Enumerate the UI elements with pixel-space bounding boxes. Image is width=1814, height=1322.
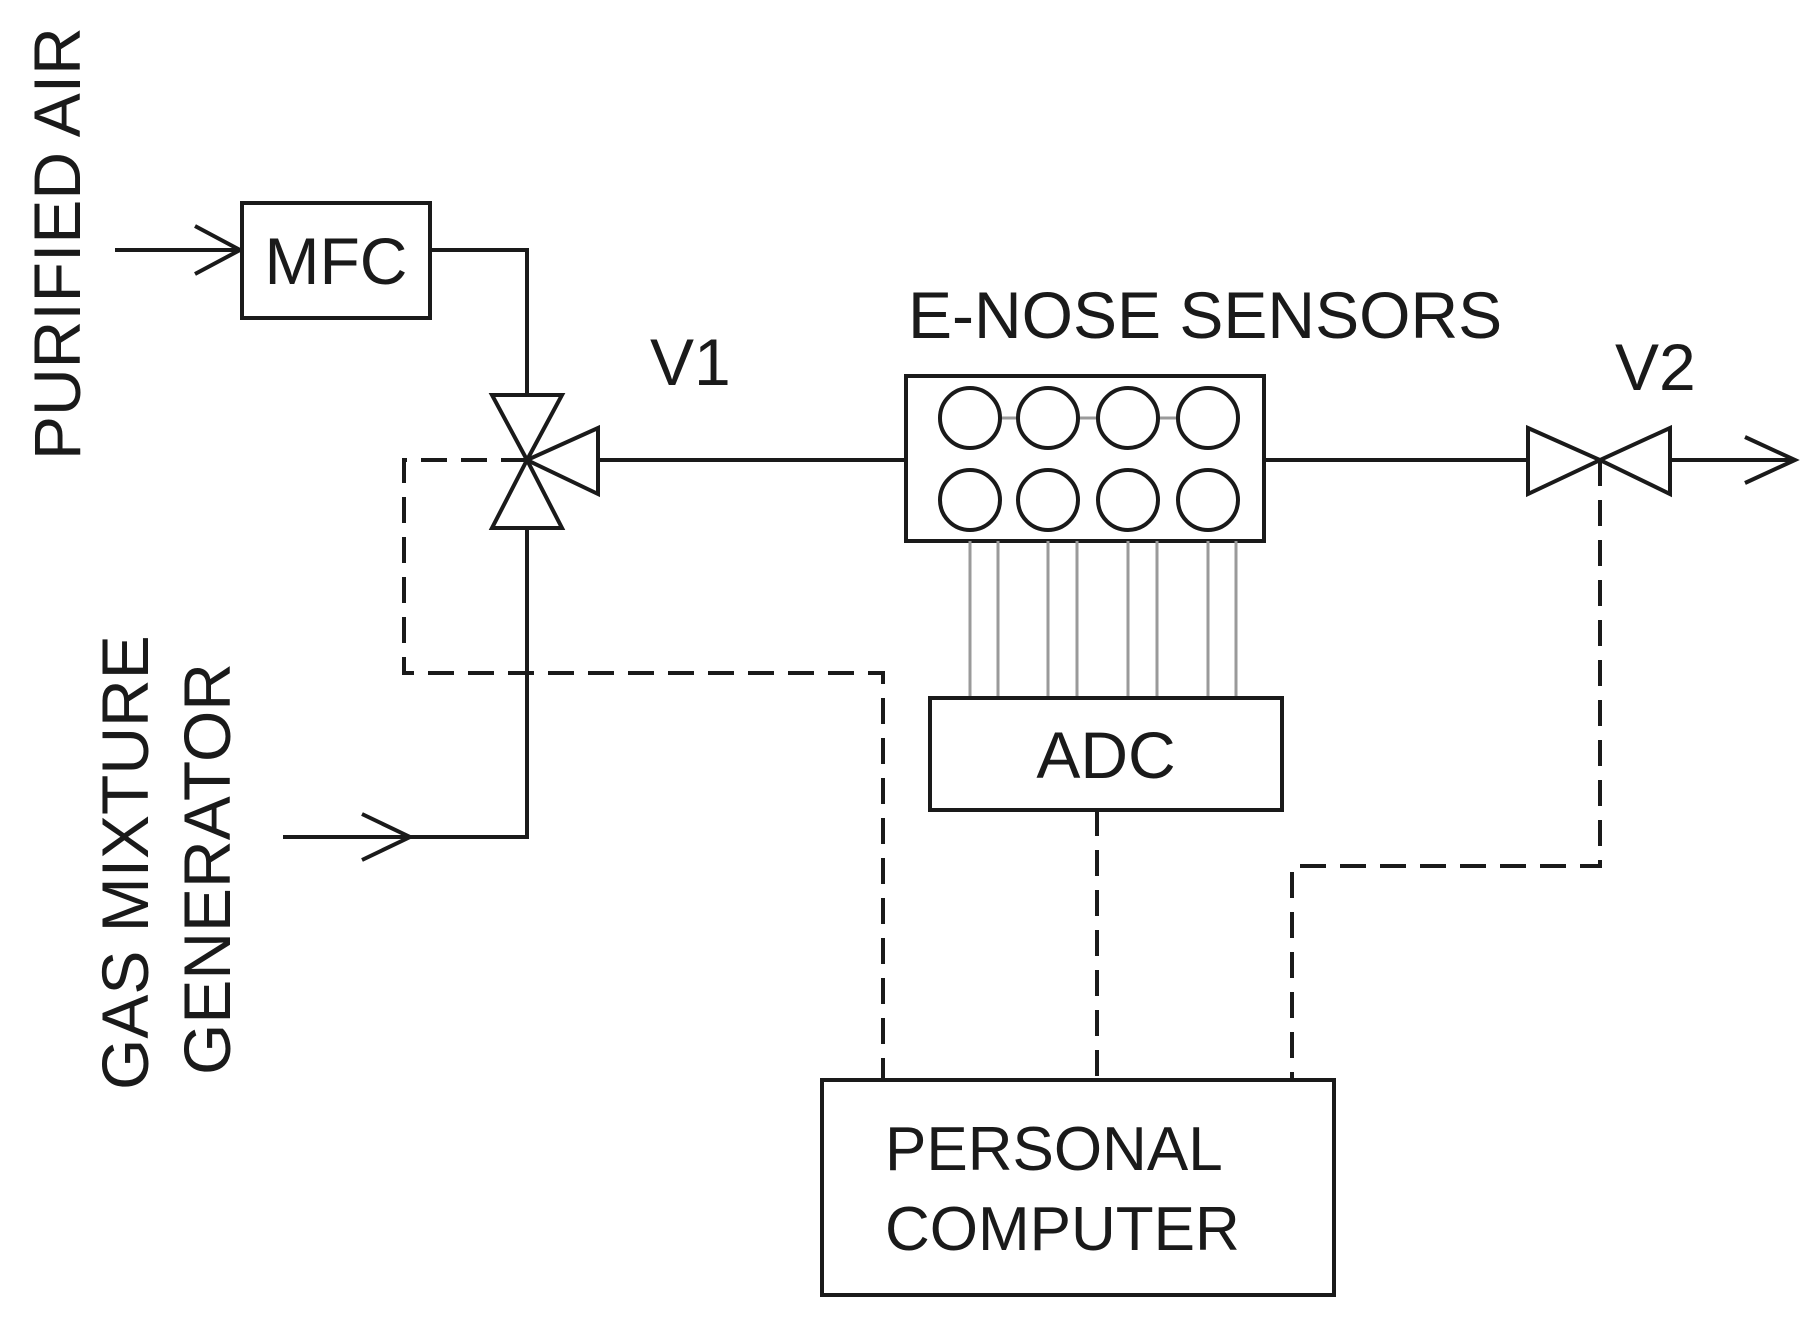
- v2-label: V2: [1615, 330, 1696, 404]
- valve-v2: [1526, 424, 1672, 498]
- enose-sensor-array: [904, 374, 1266, 543]
- adc-box: ADC: [928, 696, 1284, 812]
- enose-label: E-NOSE SENSORS: [908, 278, 1502, 352]
- mfc-label: MFC: [265, 224, 408, 298]
- sensor-3: [1096, 386, 1160, 450]
- sensor-7: [1096, 468, 1160, 532]
- mfc-box: MFC: [240, 201, 432, 320]
- sensor-5: [938, 468, 1002, 532]
- sensor-6: [1016, 468, 1080, 532]
- pc-label-line1: PERSONAL: [885, 1115, 1223, 1184]
- sensor-wires: [968, 541, 1238, 698]
- control-line-v2: [1290, 460, 1602, 1080]
- sensor-1: [938, 386, 1002, 450]
- mfc-to-v1-line: [430, 248, 529, 395]
- adc-label: ADC: [1036, 718, 1175, 792]
- sensor-4: [1176, 386, 1240, 450]
- outlet-arrow: [1670, 435, 1800, 485]
- v1-label: V1: [650, 325, 731, 399]
- sensor-8: [1176, 468, 1240, 532]
- gas-mixture-label-line1: GAS MIXTURE: [88, 635, 162, 1090]
- pc-label-line2: COMPUTER: [885, 1195, 1240, 1264]
- control-line-v1: [402, 458, 885, 1080]
- purified-air-label: PURIFIED AIR: [20, 27, 94, 460]
- gas-mixture-inlet: [283, 528, 529, 862]
- sensor-2: [1016, 386, 1080, 450]
- gas-mixture-label-line2: GENERATOR: [170, 663, 244, 1075]
- purified-air-inlet: [115, 224, 245, 276]
- personal-computer-box: PERSONAL COMPUTER: [820, 1078, 1336, 1297]
